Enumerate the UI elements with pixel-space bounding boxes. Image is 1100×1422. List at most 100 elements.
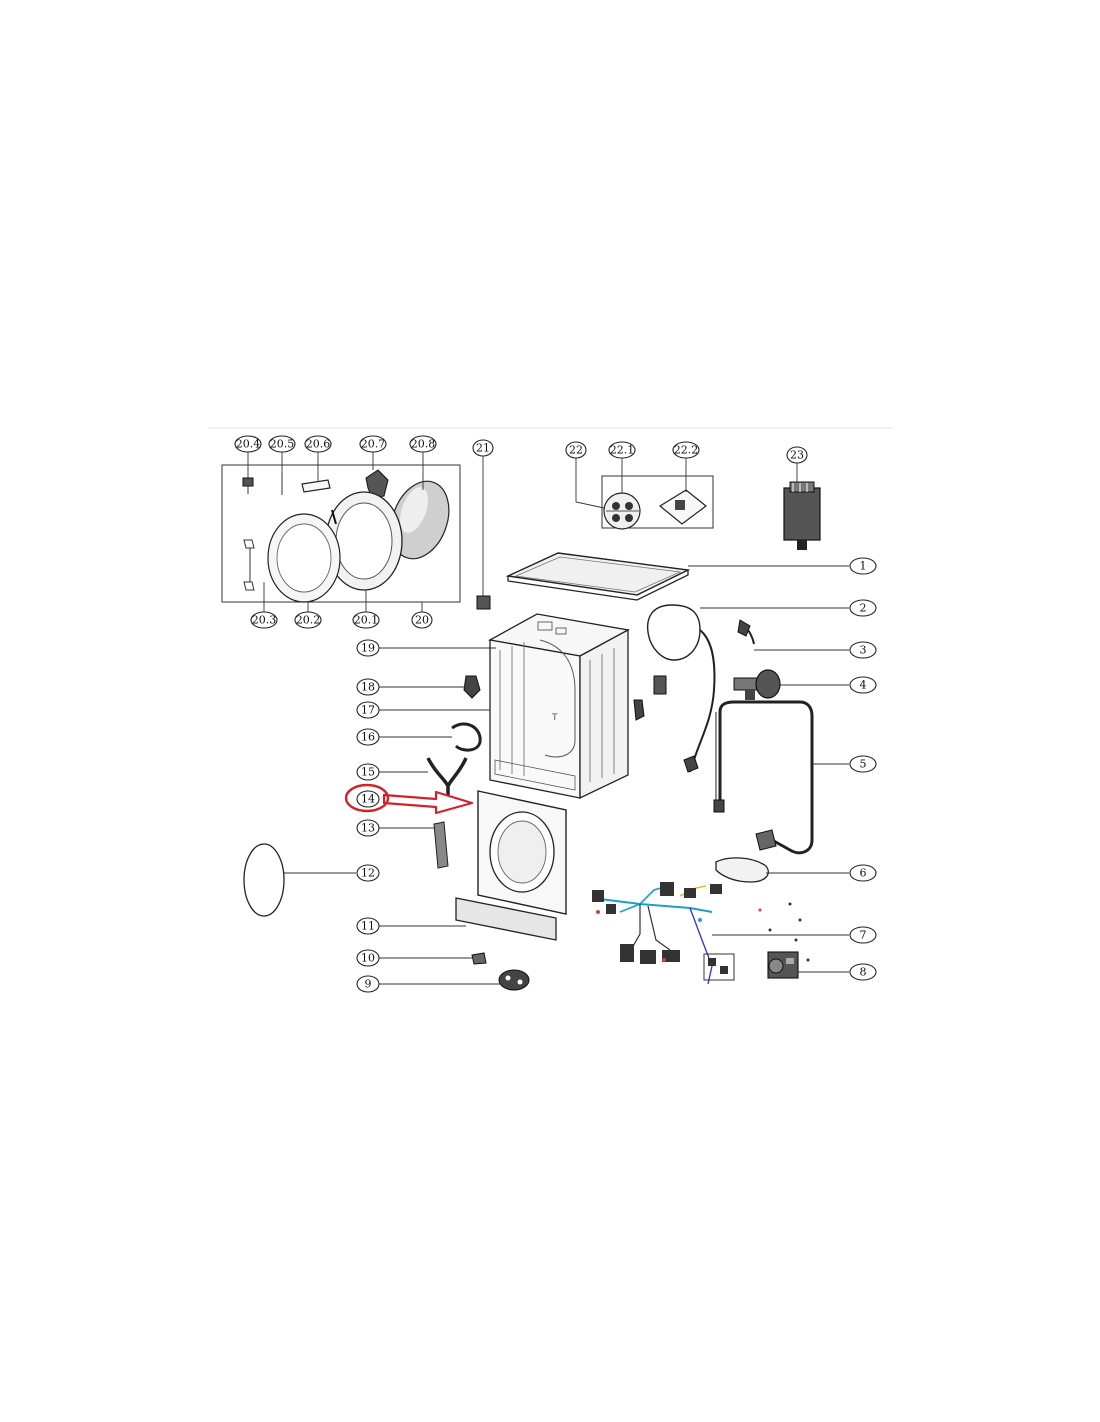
- callout-8: 8: [849, 963, 877, 981]
- callout-4: 4: [849, 676, 877, 694]
- seal-clamp-part: [451, 722, 482, 752]
- callout-text: 7: [860, 929, 867, 942]
- front-panel-part: [477, 790, 567, 915]
- inlet-pipe-part: [718, 700, 814, 855]
- callout-text: 20.2: [296, 614, 321, 627]
- hose-connector-part: [683, 755, 699, 773]
- callout-22-1: 22.1: [608, 441, 636, 459]
- door-seal-part: [243, 843, 285, 917]
- callout-text: 6: [860, 867, 867, 880]
- selector-knob-part: [603, 492, 641, 530]
- callout-15: 15: [356, 763, 380, 781]
- hose-clip-part: [737, 619, 751, 637]
- programmer-assembly-frame: [601, 475, 714, 529]
- door-catch-part: [301, 479, 331, 493]
- callout-20-6: 20.6: [304, 435, 332, 453]
- highlight-ring: [344, 783, 390, 813]
- kick-plate-part: [455, 897, 557, 941]
- callout-text: 21: [476, 442, 490, 455]
- callout-20-7: 20.7: [359, 435, 387, 453]
- callout-14-highlighted: 14: [344, 783, 390, 813]
- callout-20-5: 20.5: [268, 435, 296, 453]
- door-assembly-frame: [221, 464, 461, 603]
- callout-text: 5: [860, 758, 867, 771]
- callout-21: 21: [472, 439, 494, 457]
- callout-text: 10: [361, 952, 375, 965]
- callout-text: 20.1: [354, 614, 379, 627]
- hose-clamp-part: [715, 857, 769, 883]
- callout-text: 20.5: [270, 438, 295, 451]
- callout-text: 16: [361, 731, 375, 744]
- callout-20-3: 20.3: [250, 611, 278, 629]
- pipe-end-part: [755, 829, 777, 851]
- drain-hose-part: [689, 621, 755, 773]
- door-hinge-part: [242, 477, 254, 494]
- filter-cap-part: [471, 952, 487, 965]
- callout-text: 12: [361, 867, 375, 880]
- callout-11: 11: [356, 917, 380, 935]
- callout-5: 5: [849, 755, 877, 773]
- callout-2: 2: [849, 599, 877, 617]
- pump-cover-part: [498, 969, 530, 991]
- noise-filter-part: [783, 481, 821, 550]
- callout-20-1: 20.1: [352, 611, 380, 629]
- callout-22-2: 22.2: [672, 441, 700, 459]
- door-inner-ring-part: [267, 513, 341, 603]
- callout-text: 13: [361, 822, 375, 835]
- callout-text: 1: [860, 560, 867, 573]
- callout-23: 23: [786, 446, 808, 464]
- callout-20: 20: [411, 611, 433, 629]
- callout-1: 1: [849, 557, 877, 575]
- callout-16: 16: [356, 728, 380, 746]
- callout-text: 9: [365, 978, 372, 991]
- leader-lines: [247, 452, 849, 985]
- mounting-plate-part: [658, 489, 707, 525]
- svg-text:T: T: [551, 713, 558, 723]
- callout-text: 15: [361, 766, 375, 779]
- callout-text: 19: [361, 642, 375, 655]
- callout-text: 4: [860, 679, 867, 692]
- door-glass-highlight: [400, 487, 428, 533]
- hinge-clip-part: [463, 675, 481, 699]
- inlet-valve-part: [733, 669, 781, 700]
- door-hinge-bracket-part: [243, 539, 255, 591]
- callout-text: 18: [361, 681, 375, 694]
- callout-20-2: 20.2: [294, 611, 322, 629]
- callout-text: 20.8: [411, 438, 436, 451]
- callout-17: 17: [356, 701, 380, 719]
- callout-text: 17: [361, 704, 375, 717]
- callout-text: 22.1: [610, 444, 635, 457]
- callout-text: 20.7: [361, 438, 386, 451]
- highlight-arrow: [382, 790, 474, 815]
- callout-text: 8: [860, 966, 867, 979]
- callout-text: 3: [860, 644, 867, 657]
- callout-text: 20: [415, 614, 429, 627]
- interlock-part: [476, 595, 491, 610]
- wiring-harness-part: [591, 882, 810, 985]
- callout-text: 20.6: [306, 438, 331, 451]
- door-handle-part: [365, 469, 389, 499]
- callout-13: 13: [356, 819, 380, 837]
- cabinet-body-part: T: [488, 613, 630, 800]
- callout-text: 20.3: [252, 614, 277, 627]
- callout-9: 9: [356, 975, 380, 993]
- callout-20-8: 20.8: [409, 435, 437, 453]
- callout-20-4: 20.4: [234, 435, 262, 453]
- side-bracket-part: [633, 675, 667, 721]
- callout-text: 22: [569, 444, 583, 457]
- callout-text: 11: [361, 920, 375, 933]
- callout-10: 10: [356, 949, 380, 967]
- callout-7: 7: [849, 926, 877, 944]
- pipe-start-part: [713, 799, 725, 813]
- y-hose-part: [426, 757, 468, 796]
- callout-6: 6: [849, 864, 877, 882]
- callout-3: 3: [849, 641, 877, 659]
- callout-text: 20.4: [236, 438, 261, 451]
- callout-18: 18: [356, 678, 380, 696]
- callout-text: 23: [790, 449, 804, 462]
- door-hinge-strip-part: [433, 821, 449, 869]
- callout-12: 12: [356, 864, 380, 882]
- callout-text: 22.2: [674, 444, 699, 457]
- callout-19: 19: [356, 639, 380, 657]
